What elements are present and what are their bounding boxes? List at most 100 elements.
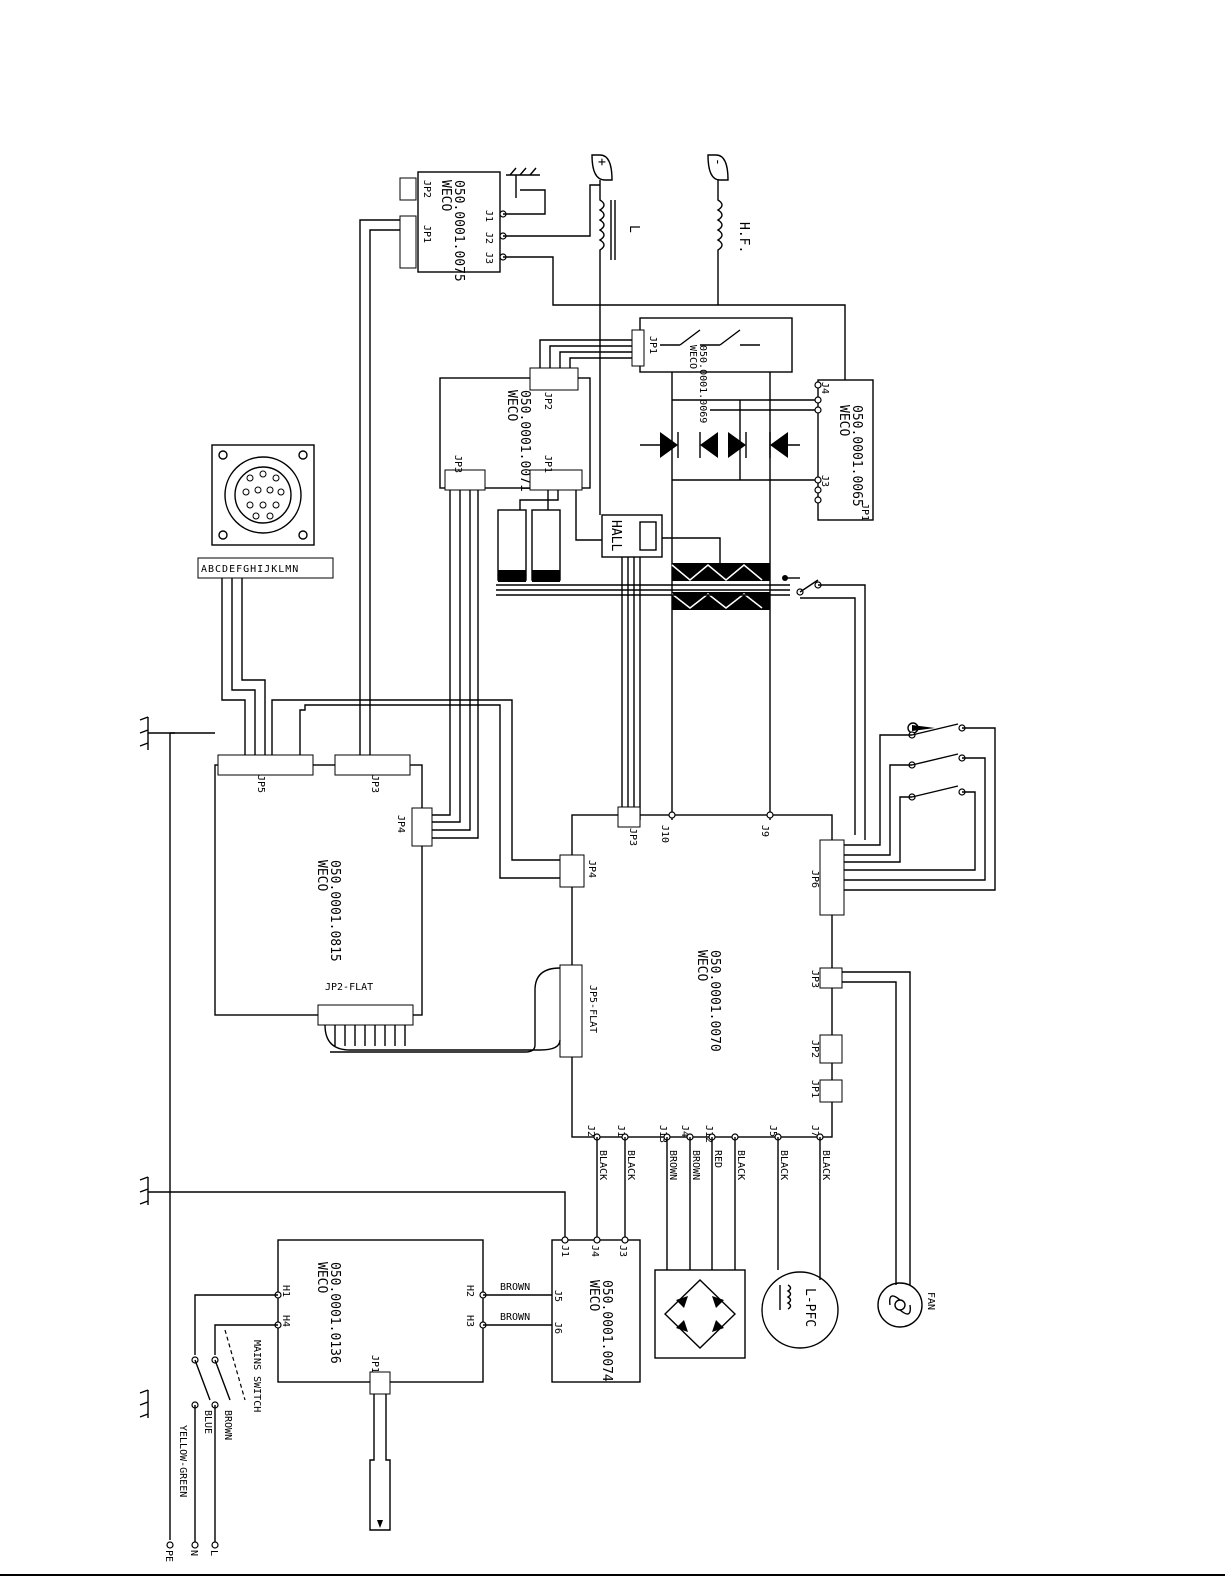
svg-text:050.0001.0074: 050.0001.0074 [599,1280,614,1382]
svg-text:050.0001.0065: 050.0001.0065 [849,405,864,507]
svg-text:J7: J7 [809,1125,820,1137]
svg-text:BROWN: BROWN [500,1312,530,1323]
svg-text:JP1: JP1 [859,503,870,521]
thermal-switches [844,722,996,891]
svg-text:J3: J3 [617,1245,628,1257]
svg-text:JP3: JP3 [452,455,463,473]
svg-text:BLACK: BLACK [597,1150,608,1180]
pfc-inductor: L-PFC [761,1271,839,1349]
svg-text:050.0001.0070: 050.0001.0070 [707,950,722,1052]
svg-text:JP5: JP5 [255,775,266,793]
svg-text:H4: H4 [280,1315,291,1327]
svg-text:YELLOW-GREEN: YELLOW-GREEN [177,1425,188,1497]
board-0136: WECO 050.0001.0136 H1 H4 H2 H3 BROWN BRO… [274,1239,552,1531]
svg-text:BLACK: BLACK [820,1150,831,1180]
board-0815: WECO 050.0001.0815 JP5 JP3 JP4 JP2-FLAT [214,754,433,1026]
svg-text:BLACK: BLACK [735,1150,746,1180]
svg-text:050.0001.0136: 050.0001.0136 [327,1262,342,1364]
svg-text:J1: J1 [483,210,494,222]
svg-text:WECO: WECO [314,860,329,891]
svg-text:JP3: JP3 [369,775,380,793]
svg-text:JP4: JP4 [395,815,406,833]
svg-text:WECO: WECO [314,1262,329,1293]
svg-text:HALL: HALL [608,520,623,551]
board-0070: WECO 050.0001.0070 JP3 J10 J9 JP4 JP6 JP… [559,806,845,1138]
svg-text:JP6: JP6 [809,870,820,888]
board-0069: JP1 WECO 050.0001.0069 [631,317,793,423]
board-0075: WECO 050.0001.0075 JP2 JP1 J1 J2 J3 [399,171,507,282]
thermostat-transformer [782,575,866,840]
ground-symbol-left-3 [139,1389,149,1418]
svg-text:JP1: JP1 [809,1080,820,1098]
svg-text:BLACK: BLACK [625,1150,636,1180]
svg-text:JP3: JP3 [627,828,638,846]
svg-text:N: N [188,1550,199,1556]
main-board-j-terminals: J2 J1 J13 J4 J12 J5 J7 BLACK BLACK BROWN… [585,1125,831,1280]
svg-text:JP2: JP2 [809,1040,820,1058]
ground-symbol-top [503,167,546,215]
svg-text:WECO: WECO [687,345,698,369]
fan: FAN [877,1282,936,1328]
svg-text:WECO: WECO [504,390,519,421]
svg-text:J6: J6 [552,1322,563,1334]
svg-text:BROWN: BROWN [222,1410,233,1440]
svg-text:J5: J5 [552,1290,563,1302]
round-connector: ABCDEFGHIJKLMN [197,444,334,579]
svg-text:JP2: JP2 [542,392,553,410]
svg-text:J1: J1 [559,1245,570,1257]
svg-text:J9: J9 [759,825,770,837]
svg-text:J5: J5 [767,1125,778,1137]
svg-text:JP2-FLAT: JP2-FLAT [325,982,373,993]
svg-text:JP1: JP1 [542,455,553,473]
board-0071: WECO 050.0001.0071 JP2 JP3 JP1 [439,339,632,492]
inductor-l-label: L [626,225,641,233]
output-positive: + L [503,154,641,320]
svg-text:050.0001.0815: 050.0001.0815 [327,860,342,962]
svg-text:BLUE: BLUE [202,1410,213,1434]
bridge-rectifier [654,1269,746,1359]
svg-text:L: L [208,1550,219,1556]
board-0075-jp2: JP2 [421,180,432,198]
interconnect-wires [221,219,911,1285]
board-0074: J1 J4 J3 WECO 050.0001.0074 J5 J6 [551,1236,641,1383]
hf-coil-label: H.F. [736,222,751,253]
svg-text:050.0001.0069: 050.0001.0069 [697,345,708,423]
svg-text:WECO: WECO [586,1280,601,1311]
svg-text:050.0001.0071: 050.0001.0071 [517,390,532,492]
board-0065: WECO 050.0001.0065 J4 J3 JP1 [814,379,874,521]
board-0075-code: 050.0001.0075 [451,180,466,282]
mains-switch: MAINS SWITCH BLUE BROWN YELLOW-GREEN PE … [163,1294,278,1562]
svg-text:-: - [710,158,725,166]
hall-sensor: HALL [575,320,721,820]
svg-text:J2: J2 [483,232,494,244]
svg-text:JP1: JP1 [647,336,658,354]
svg-text:BROWN: BROWN [500,1282,530,1293]
svg-text:H3: H3 [464,1315,475,1327]
svg-text:JP4: JP4 [586,860,597,878]
svg-text:J4: J4 [819,382,830,394]
svg-text:BROWN: BROWN [690,1150,701,1180]
svg-text:J3: J3 [819,475,830,487]
svg-text:J1: J1 [615,1125,626,1137]
svg-text:J12: J12 [703,1125,714,1143]
svg-text:JP3: JP3 [809,970,820,988]
page-bottom-rule [0,1574,1225,1576]
svg-text:J3: J3 [483,252,494,264]
connector-letters: ABCDEFGHIJKLMN [201,564,299,575]
svg-text:FAN: FAN [925,1292,936,1310]
svg-text:L-PFC: L-PFC [802,1288,817,1327]
svg-text:J13: J13 [657,1125,668,1143]
svg-text:J4: J4 [589,1245,600,1257]
svg-text:RED: RED [712,1150,723,1168]
svg-text:BLACK: BLACK [778,1150,789,1180]
svg-text:H2: H2 [464,1285,475,1297]
svg-text:J2: J2 [585,1125,596,1137]
svg-text:MAINS SWITCH: MAINS SWITCH [251,1340,262,1412]
svg-text:JP5-FLAT: JP5-FLAT [587,985,598,1033]
svg-text:PE: PE [163,1550,174,1562]
svg-text:+: + [594,158,609,166]
svg-text:WECO: WECO [694,950,709,981]
output-negative: - H.F. [707,154,751,305]
svg-text:WECO: WECO [836,405,851,436]
